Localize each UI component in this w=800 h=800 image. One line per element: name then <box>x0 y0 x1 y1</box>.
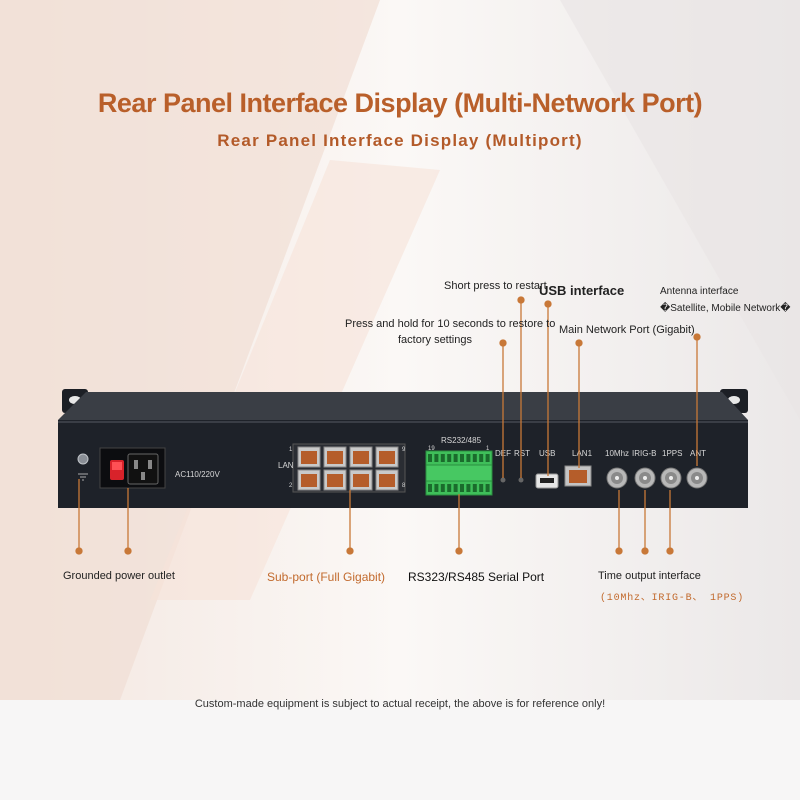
terminal-pin <box>428 484 432 492</box>
terminal-pin <box>428 454 432 462</box>
subport-label: Sub-port (Full Gigabit) <box>267 570 386 584</box>
port-label: USB <box>539 449 555 458</box>
terminal-pin <box>466 454 471 462</box>
terminal-pin <box>466 484 471 492</box>
lan-row-number: 9 <box>402 447 406 453</box>
power-socket <box>99 447 166 489</box>
terminal-pin <box>460 454 464 462</box>
terminal-pin <box>472 484 477 492</box>
antenna-label: Antenna interface <box>660 286 739 297</box>
lan-subport[interactable] <box>323 469 347 491</box>
bnc-connector[interactable] <box>634 467 656 489</box>
bnc-connector[interactable] <box>686 467 708 489</box>
lan-row-number: 2 <box>289 483 293 489</box>
terminal-pin <box>453 484 458 492</box>
main-port-label: Main Network Port (Gigabit) <box>559 324 695 336</box>
press-hold-label-2: factory settings <box>398 334 472 346</box>
lan-row-number: 8 <box>402 483 406 489</box>
lan1-port[interactable] <box>564 465 592 487</box>
port-label: 1PPS <box>662 449 682 458</box>
usb-interface-label: USB interface <box>539 283 625 298</box>
terminal-pin <box>485 484 490 492</box>
serial-pin-left: 19 <box>428 446 435 452</box>
terminal-pin <box>447 454 452 462</box>
grounded-label: Grounded power outlet <box>63 570 175 582</box>
lan-subport[interactable] <box>349 446 373 468</box>
port-label: RST <box>514 449 530 458</box>
terminal-pin <box>434 454 439 462</box>
lan-subport[interactable] <box>375 469 399 491</box>
port-label: ANT <box>690 449 706 458</box>
press-hold-label: Press and hold for 10 seconds to restore… <box>345 318 556 330</box>
terminal-pin <box>453 454 458 462</box>
page-subtitle: Rear Panel Interface Display (Multiport) <box>217 131 583 150</box>
time-output-detail: (10Mhz、IRIG-B、 1PPS) <box>600 593 745 604</box>
lan-subport[interactable] <box>297 469 321 491</box>
disclaimer: Custom-made equipment is subject to actu… <box>194 698 606 710</box>
terminal-pin <box>472 454 477 462</box>
port-label: 10Mhz <box>605 449 629 458</box>
def-button[interactable] <box>500 477 506 483</box>
terminal-pin <box>460 484 464 492</box>
serial-terminal-block <box>425 450 493 496</box>
terminal-pin <box>485 454 490 462</box>
callout-lines <box>75 296 701 555</box>
port-label: LAN1 <box>572 449 593 458</box>
serial-label: RS232/485 <box>441 436 482 445</box>
time-output-label: Time output interface <box>598 570 701 582</box>
serial-pin-right: 1 <box>486 446 490 452</box>
port-label: IRIG-B <box>632 449 656 458</box>
terminal-pin <box>479 454 484 462</box>
ground-screw-icon <box>77 453 89 481</box>
power-label: AC110/220V <box>175 470 220 479</box>
lan-port-block: 1 2 9 8 <box>289 443 406 493</box>
short-press-label: Short press to restart <box>444 280 547 292</box>
rst-button[interactable] <box>518 477 524 483</box>
terminal-pin <box>440 454 445 462</box>
antenna-label-detail: �Satellite, Mobile Network� <box>660 303 791 314</box>
terminal-pin <box>440 484 445 492</box>
lan-subport[interactable] <box>375 446 399 468</box>
usb-port[interactable] <box>535 473 559 489</box>
lan-label: LAN <box>278 461 294 470</box>
terminal-pin <box>434 484 439 492</box>
serial-port-label: RS323/RS485 Serial Port <box>408 570 545 584</box>
terminal-pin <box>447 484 452 492</box>
lan-subport[interactable] <box>297 446 321 468</box>
terminal-pin <box>479 484 484 492</box>
bnc-connector[interactable] <box>660 467 682 489</box>
page-title: Rear Panel Interface Display (Multi-Netw… <box>97 88 703 118</box>
lan-subport[interactable] <box>349 469 373 491</box>
lan-subport[interactable] <box>323 446 347 468</box>
lan-row-number: 1 <box>289 447 293 453</box>
bnc-connector[interactable] <box>606 467 628 489</box>
